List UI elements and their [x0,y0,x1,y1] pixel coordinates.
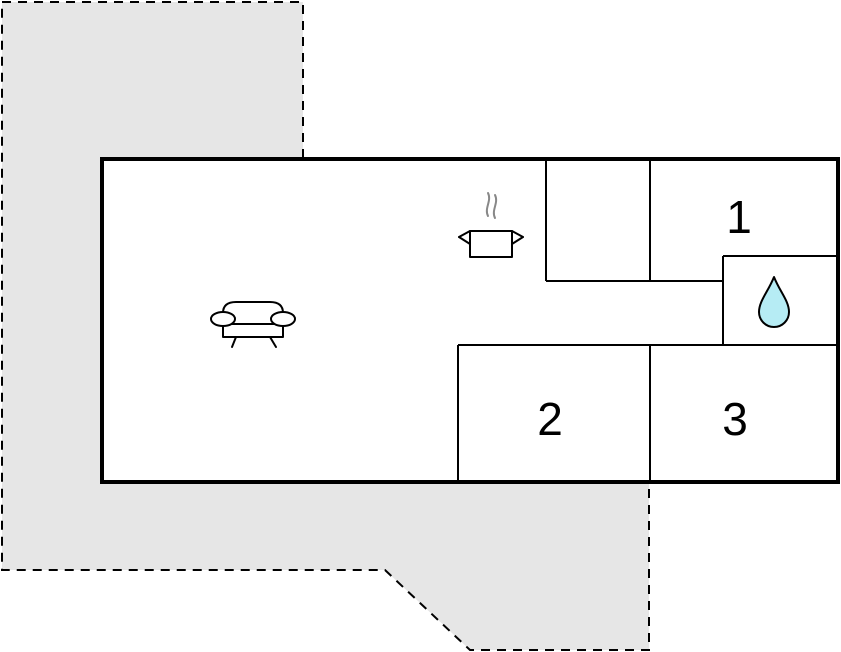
kitchen-pot-icon [458,192,524,258]
room-2-label: 2 [537,393,563,445]
interior-walls [457,159,838,482]
room-1-label: 1 [726,191,752,243]
water-drop-icon [758,276,790,328]
sofa-icon [210,301,296,348]
room-3-label: 3 [722,393,748,445]
